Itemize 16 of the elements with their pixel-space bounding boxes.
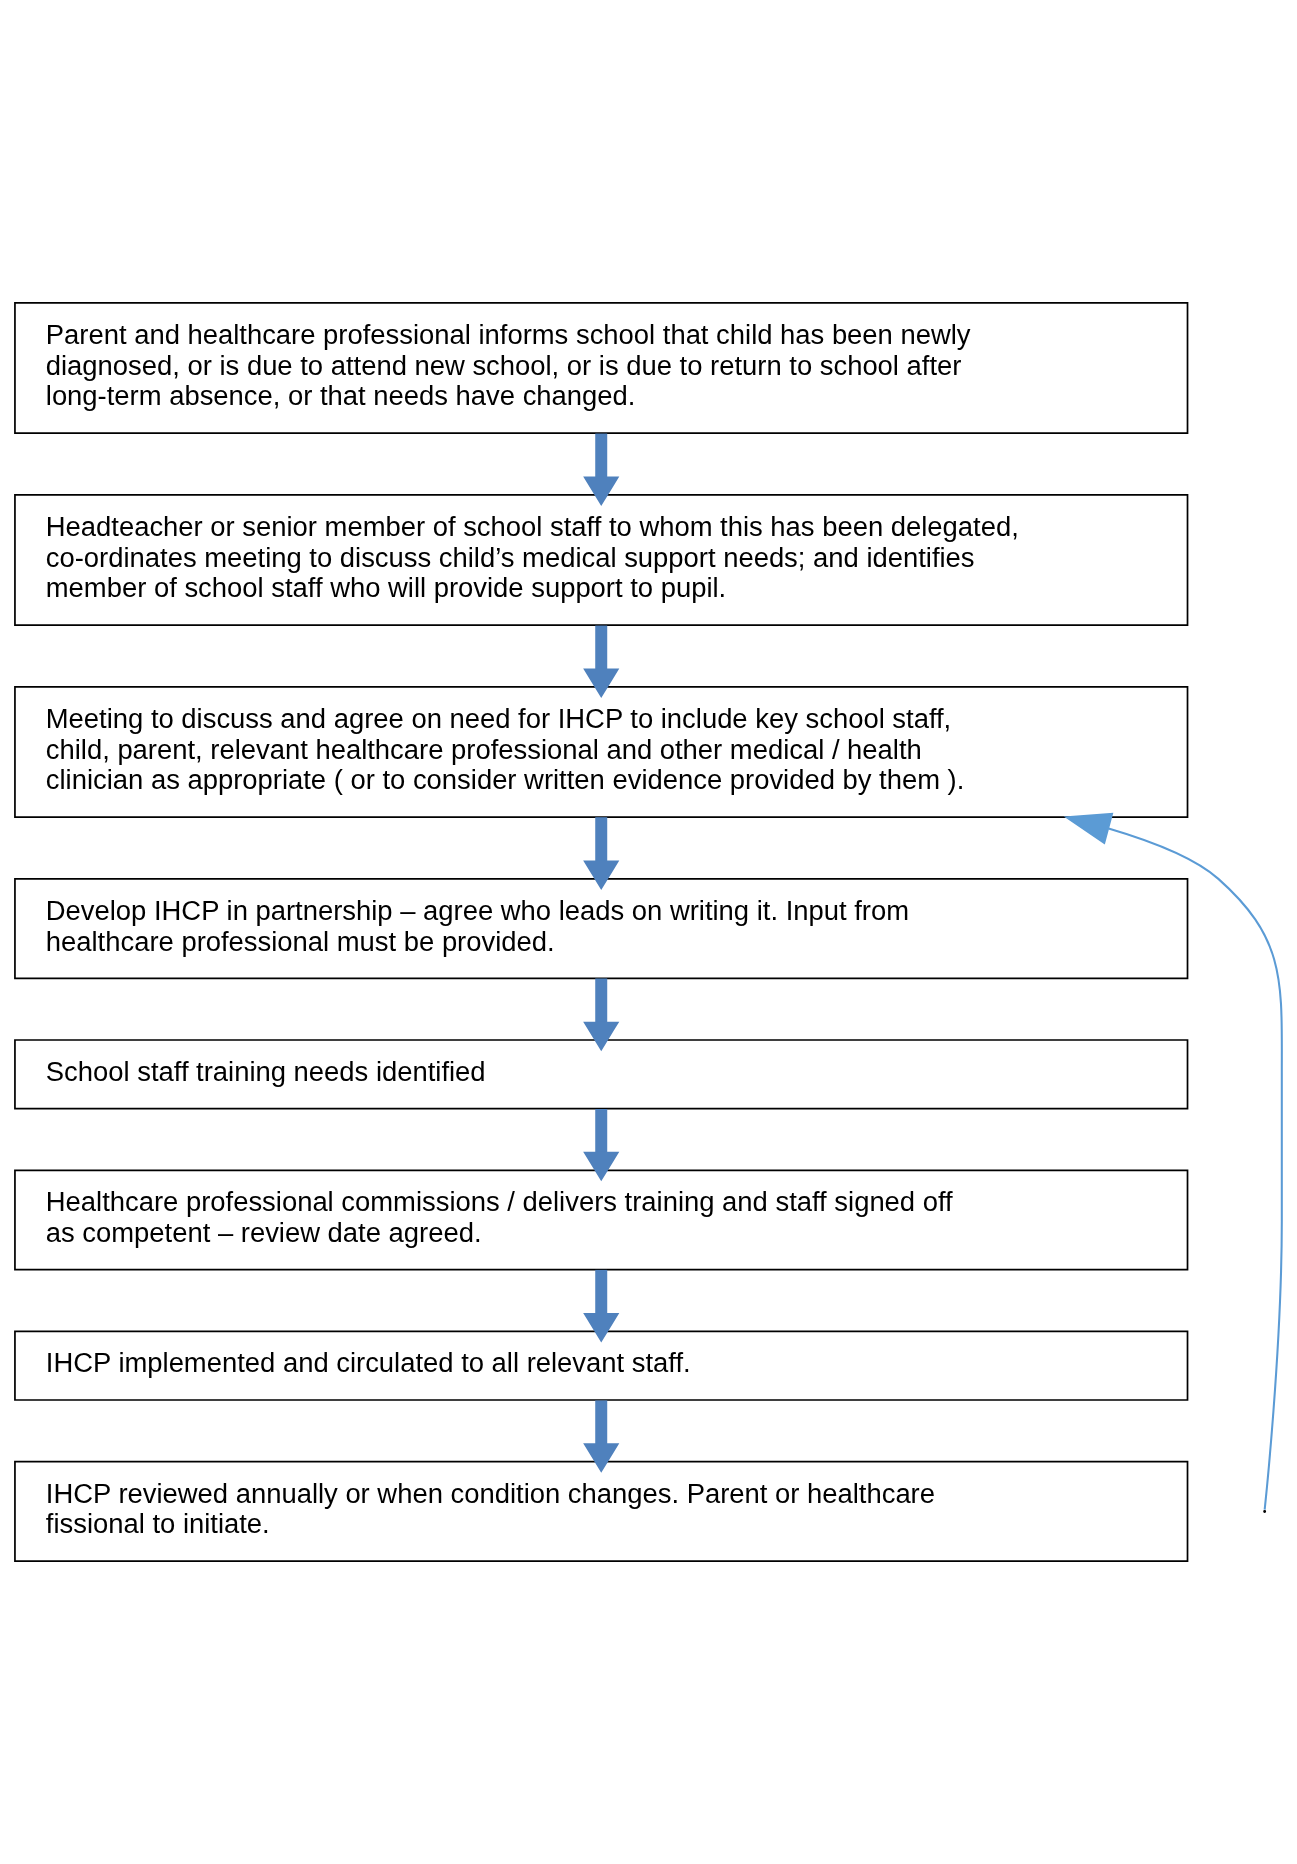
node-box: School staff training needs identified [14,1039,1189,1110]
node-box: IHCP implemented and circulated to all relevant staff. [14,1330,1189,1401]
node-box: Develop IHCP in partnership – agree who leads on writing it. Input from healthcare professional must be provided. [14,878,1189,980]
arrow [583,817,620,891]
arrow [583,433,620,506]
arrow [1063,812,1283,1510]
node-box: Meeting to discuss and agree on need for IHCP to include key school staff, child, parent, relevant healthcare professional and other medical / health clinician as appropriate ( or to consider written evidence provided by them ). [14,686,1189,818]
node-box: Headteacher or senior member of school staff to whom this has been delegated, co-ordinates meeting to discuss child’s medical support needs; and identifies member of school staff who will provide support to pupil. [14,494,1189,626]
node-box: IHCP reviewed annually or when condition changes. Parent or healthcare fissional to initiate. [14,1460,1189,1562]
node-box: Parent and healthcare professional informs school that child has been newly diagnosed, or is due to attend new school, or is due to return to school after long-term absence, or that needs have changed. [14,302,1189,434]
arrow [583,1400,620,1473]
arrow [583,1269,620,1343]
arrow [583,978,620,1052]
arrow [583,1109,620,1182]
arrow [583,625,620,698]
node-box: Healthcare professional commissions / delivers training and staff signed off as competent – review date agreed. [14,1169,1189,1271]
